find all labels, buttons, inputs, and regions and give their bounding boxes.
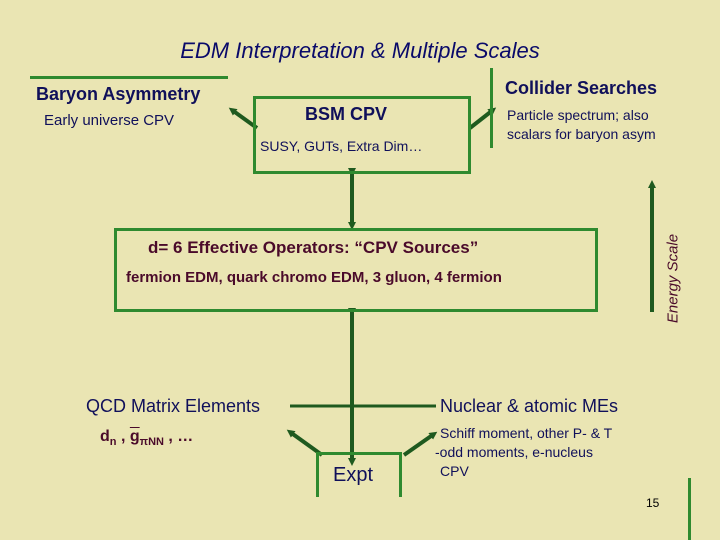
- nuclear-atomic-heading: Nuclear & atomic MEs: [440, 396, 619, 416]
- edm-symbol: d: [100, 428, 110, 445]
- page-number-frame: [430, 478, 691, 540]
- coupling-symbol: g: [129, 428, 140, 445]
- collider-searches-line2: scalars for baryon asym: [507, 126, 656, 142]
- slide-title: EDM Interpretation & Multiple Scales: [180, 38, 540, 63]
- qcd-matrix-symbols: dn , gπNN , …: [100, 428, 193, 448]
- expt-label: Expt: [333, 464, 374, 486]
- energy-scale-label: Energy Scale: [664, 233, 682, 324]
- bsm-collider-arrow: [468, 107, 497, 130]
- nuclear-atomic-line1: Schiff moment, other P- & T: [440, 425, 613, 441]
- operators-box: [114, 228, 598, 312]
- bsm-baryon-arrow: [228, 107, 259, 130]
- bsm-cpv-heading: BSM CPV: [305, 104, 388, 124]
- nuclear-atomic-line3: CPV: [440, 463, 469, 479]
- collider-searches-heading: Collider Searches: [505, 78, 658, 98]
- page-number: 15: [646, 496, 660, 510]
- symbol-separator: ,: [116, 428, 130, 445]
- bsm-cpv-sub: SUSY, GUTs, Extra Dim…: [260, 138, 423, 154]
- coupling-subscript: πNN: [139, 436, 164, 449]
- expt-qcd-arrow: [286, 429, 324, 457]
- collider-searches-line1: Particle spectrum; also: [507, 107, 649, 123]
- symbol-ellipsis: , …: [163, 428, 194, 445]
- collider-searches-box: [490, 68, 689, 148]
- nuclear-atomic-line2: -odd moments, e-nucleus: [435, 444, 593, 460]
- expt-nuclear-arrow: [402, 431, 438, 457]
- bsm-cpv-box: [253, 96, 471, 174]
- baryon-asymmetry-sub: Early universe CPV: [44, 112, 175, 129]
- qcd-matrix-heading: QCD Matrix Elements: [86, 396, 261, 416]
- baryon-asymmetry-box: [30, 76, 228, 145]
- baryon-asymmetry-heading: Baryon Asymmetry: [36, 84, 201, 104]
- edm-subscript: n: [109, 436, 117, 449]
- operators-heading: d= 6 Effective Operators: “CPV Sources”: [148, 238, 479, 257]
- operators-sub: fermion EDM, quark chromo EDM, 3 gluon, …: [126, 269, 502, 286]
- expt-box: [316, 452, 402, 497]
